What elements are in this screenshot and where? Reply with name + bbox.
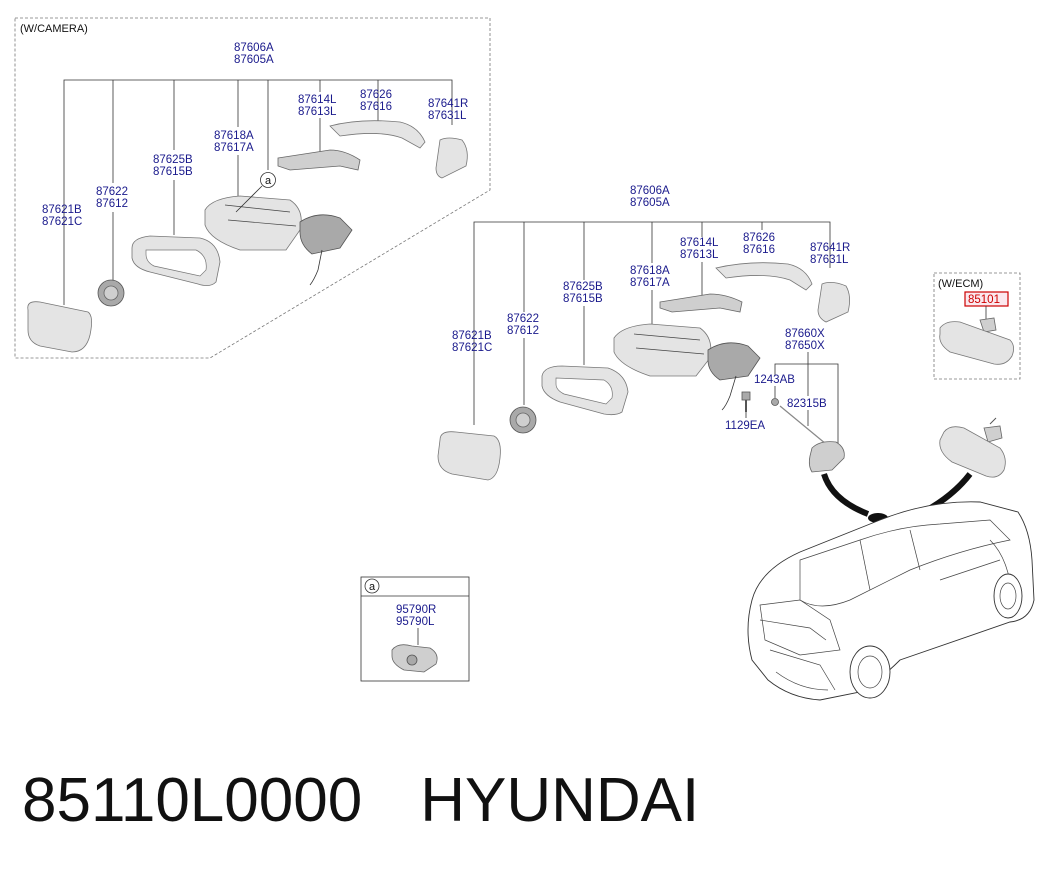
standard-mirror-cover (817, 282, 850, 323)
ecm-rearview-mirror (939, 306, 1014, 365)
std-part-label-87621c: 87621C (452, 342, 492, 354)
std-part-label-1129ea: 1129EA (725, 420, 765, 432)
footer-part-number: 85110L0000 (22, 766, 363, 835)
camera-mirror-cover (435, 137, 468, 179)
part-label-87616: 87616 (360, 101, 392, 113)
footer-caption: 85110L0000 HYUNDAI (22, 765, 699, 835)
camera-mirror-mounting (277, 149, 361, 171)
side-view-camera-87660x (808, 441, 845, 473)
svg-text:a: a (265, 175, 272, 187)
detail-part-label-95790l: 95790L (396, 616, 435, 628)
part-label-87605a: 87605A (234, 54, 274, 66)
part-label-87617a: 87617A (214, 142, 254, 154)
part-label-87615b: 87615B (153, 166, 193, 178)
part-label-87625b: 87625B (153, 154, 193, 166)
part-label-87606a: 87606A (234, 42, 274, 54)
part-label-87612: 87612 (96, 198, 128, 210)
ecm-part-highlight-box (964, 291, 1009, 307)
ecm-part-label-85101: 85101 (968, 294, 1000, 306)
std-part-label-87606a: 87606A (630, 185, 670, 197)
standard-mirror-glass (437, 431, 501, 481)
std-part-label-87641r: 87641R (810, 242, 850, 254)
part-label-87621c: 87621C (42, 216, 82, 228)
std-part-label-87626: 87626 (743, 232, 775, 244)
camera-leader-lines (63, 79, 453, 305)
rearview-mirror-illustration (939, 417, 1006, 478)
ecm-variant-frame (933, 272, 1021, 380)
camera-mirror-glass (27, 301, 92, 353)
std-part-label-1243ab: 1243AB (754, 374, 795, 386)
part-label-87614l: 87614L (298, 94, 337, 106)
camera-variant-frame (14, 17, 491, 359)
std-part-label-87616: 87616 (743, 244, 775, 256)
std-part-label-87625b: 87625B (563, 281, 603, 293)
standard-mirror-housing-assembly (613, 323, 761, 411)
ecm-variant-title: (W/ECM) (938, 278, 983, 290)
camera-mirror-housing-assembly (204, 195, 353, 286)
std-part-label-82315b: 82315B (787, 398, 827, 410)
camera-mirror-actuator (97, 279, 125, 307)
part-label-87626: 87626 (360, 89, 392, 101)
std-part-label-87621b: 87621B (452, 330, 492, 342)
screw-1129ea (741, 391, 751, 412)
std-part-label-87614l: 87614L (680, 237, 719, 249)
svg-text:a: a (369, 581, 376, 593)
std-part-label-87617a: 87617A (630, 277, 670, 289)
part-label-87641r: 87641R (428, 98, 468, 110)
part-label-87621b: 87621B (42, 204, 82, 216)
std-part-label-87605a: 87605A (630, 197, 670, 209)
part-label-87618a: 87618A (214, 130, 254, 142)
std-part-label-87660x: 87660X (785, 328, 825, 340)
side-camera-95790 (391, 644, 438, 673)
footer-brand: HYUNDAI (420, 766, 700, 835)
std-part-label-87650x: 87650X (785, 340, 825, 352)
standard-mirror-mounting (659, 293, 743, 313)
camera-mirror-lamp (329, 120, 426, 149)
standard-mirror-actuator (509, 406, 537, 434)
std-part-label-87622: 87622 (507, 313, 539, 325)
detail-a-header: a (364, 578, 380, 594)
std-part-label-87612: 87612 (507, 325, 539, 337)
detail-part-label-95790r: 95790R (396, 604, 436, 616)
detail-a-marker: a (235, 172, 276, 213)
part-label-87622: 87622 (96, 186, 128, 198)
standard-mirror-lamp (715, 262, 813, 291)
vehicle-illustration (747, 501, 1035, 701)
screw-1243ab (771, 398, 779, 406)
camera-cable-82315b (779, 405, 827, 445)
std-part-label-87615b: 87615B (563, 293, 603, 305)
std-part-label-87618a: 87618A (630, 265, 670, 277)
standard-leader-lines (473, 221, 839, 448)
part-label-87631l: 87631L (428, 110, 467, 122)
std-part-label-87613l: 87613L (680, 249, 719, 261)
camera-mirror-holder (131, 235, 221, 286)
part-label-87613l: 87613L (298, 106, 337, 118)
camera-variant-title: (W/CAMERA) (20, 23, 88, 35)
standard-mirror-holder (541, 365, 629, 416)
std-part-label-87631l: 87631L (810, 254, 849, 266)
